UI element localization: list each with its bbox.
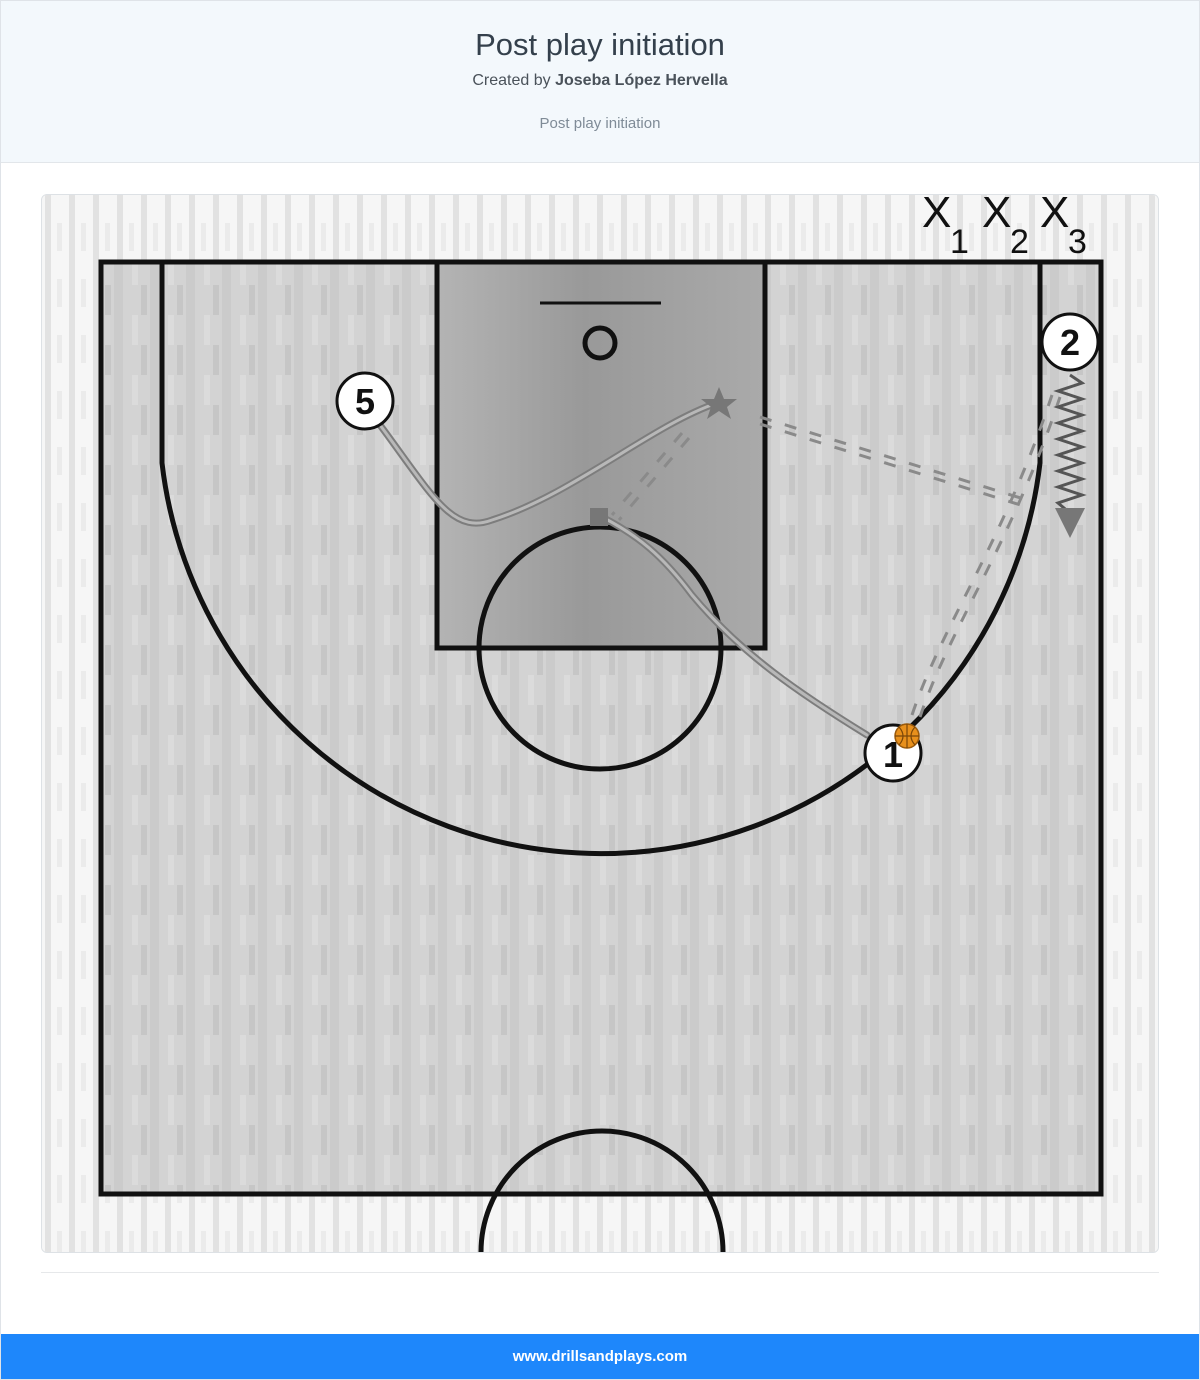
defender-x1-number: 1	[950, 223, 969, 261]
defender-x2-number: 2	[1010, 223, 1029, 261]
created-by-label: Created by	[472, 72, 551, 89]
site-footer: www.drillsandplays.com	[1, 1334, 1199, 1379]
basketball-icon	[894, 723, 920, 749]
footer-site-link[interactable]: www.drillsandplays.com	[512, 1348, 688, 1365]
defenders: X 1 X 2 X 3	[922, 195, 1087, 261]
player-label: 5	[355, 381, 375, 422]
pass-line-b2	[918, 396, 1062, 718]
cut-path-1-core	[600, 515, 869, 737]
pass-line-a2	[759, 422, 1028, 509]
key-lines	[434, 259, 768, 651]
pass-line-c2	[617, 437, 691, 521]
defender-x2-letter: X	[982, 195, 1011, 237]
court-svg: 5 2 1 X 1 X 2 X 3	[42, 195, 1158, 1252]
pass-line-a	[759, 415, 1028, 502]
free-throw-circle	[476, 524, 724, 772]
defender-x3-letter: X	[1040, 195, 1069, 237]
cut-path-5-core	[378, 401, 719, 525]
player-token	[1040, 312, 1100, 372]
page-title: Post play initiation	[475, 27, 725, 62]
player-2: 2	[1040, 312, 1100, 372]
content-divider	[41, 1272, 1159, 1273]
post-spot-icon	[701, 387, 737, 419]
defender-x1-letter: X	[922, 195, 951, 237]
player-5: 5	[335, 371, 395, 431]
page-header: Post play initiation Created by Joseba L…	[1, 1, 1199, 163]
author-line: Created by Joseba López Hervella	[1, 71, 1199, 91]
player-token	[335, 371, 395, 431]
center-circle	[478, 1128, 726, 1252]
pass-line-b	[910, 394, 1054, 716]
pass-line-c	[610, 432, 684, 516]
pass-lines	[610, 394, 1062, 718]
dribble-path-2	[1053, 373, 1087, 538]
defender-x3-number: 3	[1068, 223, 1087, 261]
play-subtitle: Post play initiation	[539, 115, 661, 132]
screen-marker	[590, 508, 608, 526]
movement-paths	[376, 399, 871, 739]
basket-rim	[582, 325, 618, 361]
player-label: 2	[1060, 322, 1080, 363]
three-point-line	[159, 262, 1043, 857]
author-name: Joseba López Hervella	[555, 72, 728, 89]
court-lines	[98, 259, 1104, 1252]
key-area	[437, 262, 765, 648]
play-diagram: 5 2 1 X 1 X 2 X 3	[41, 194, 1159, 1253]
